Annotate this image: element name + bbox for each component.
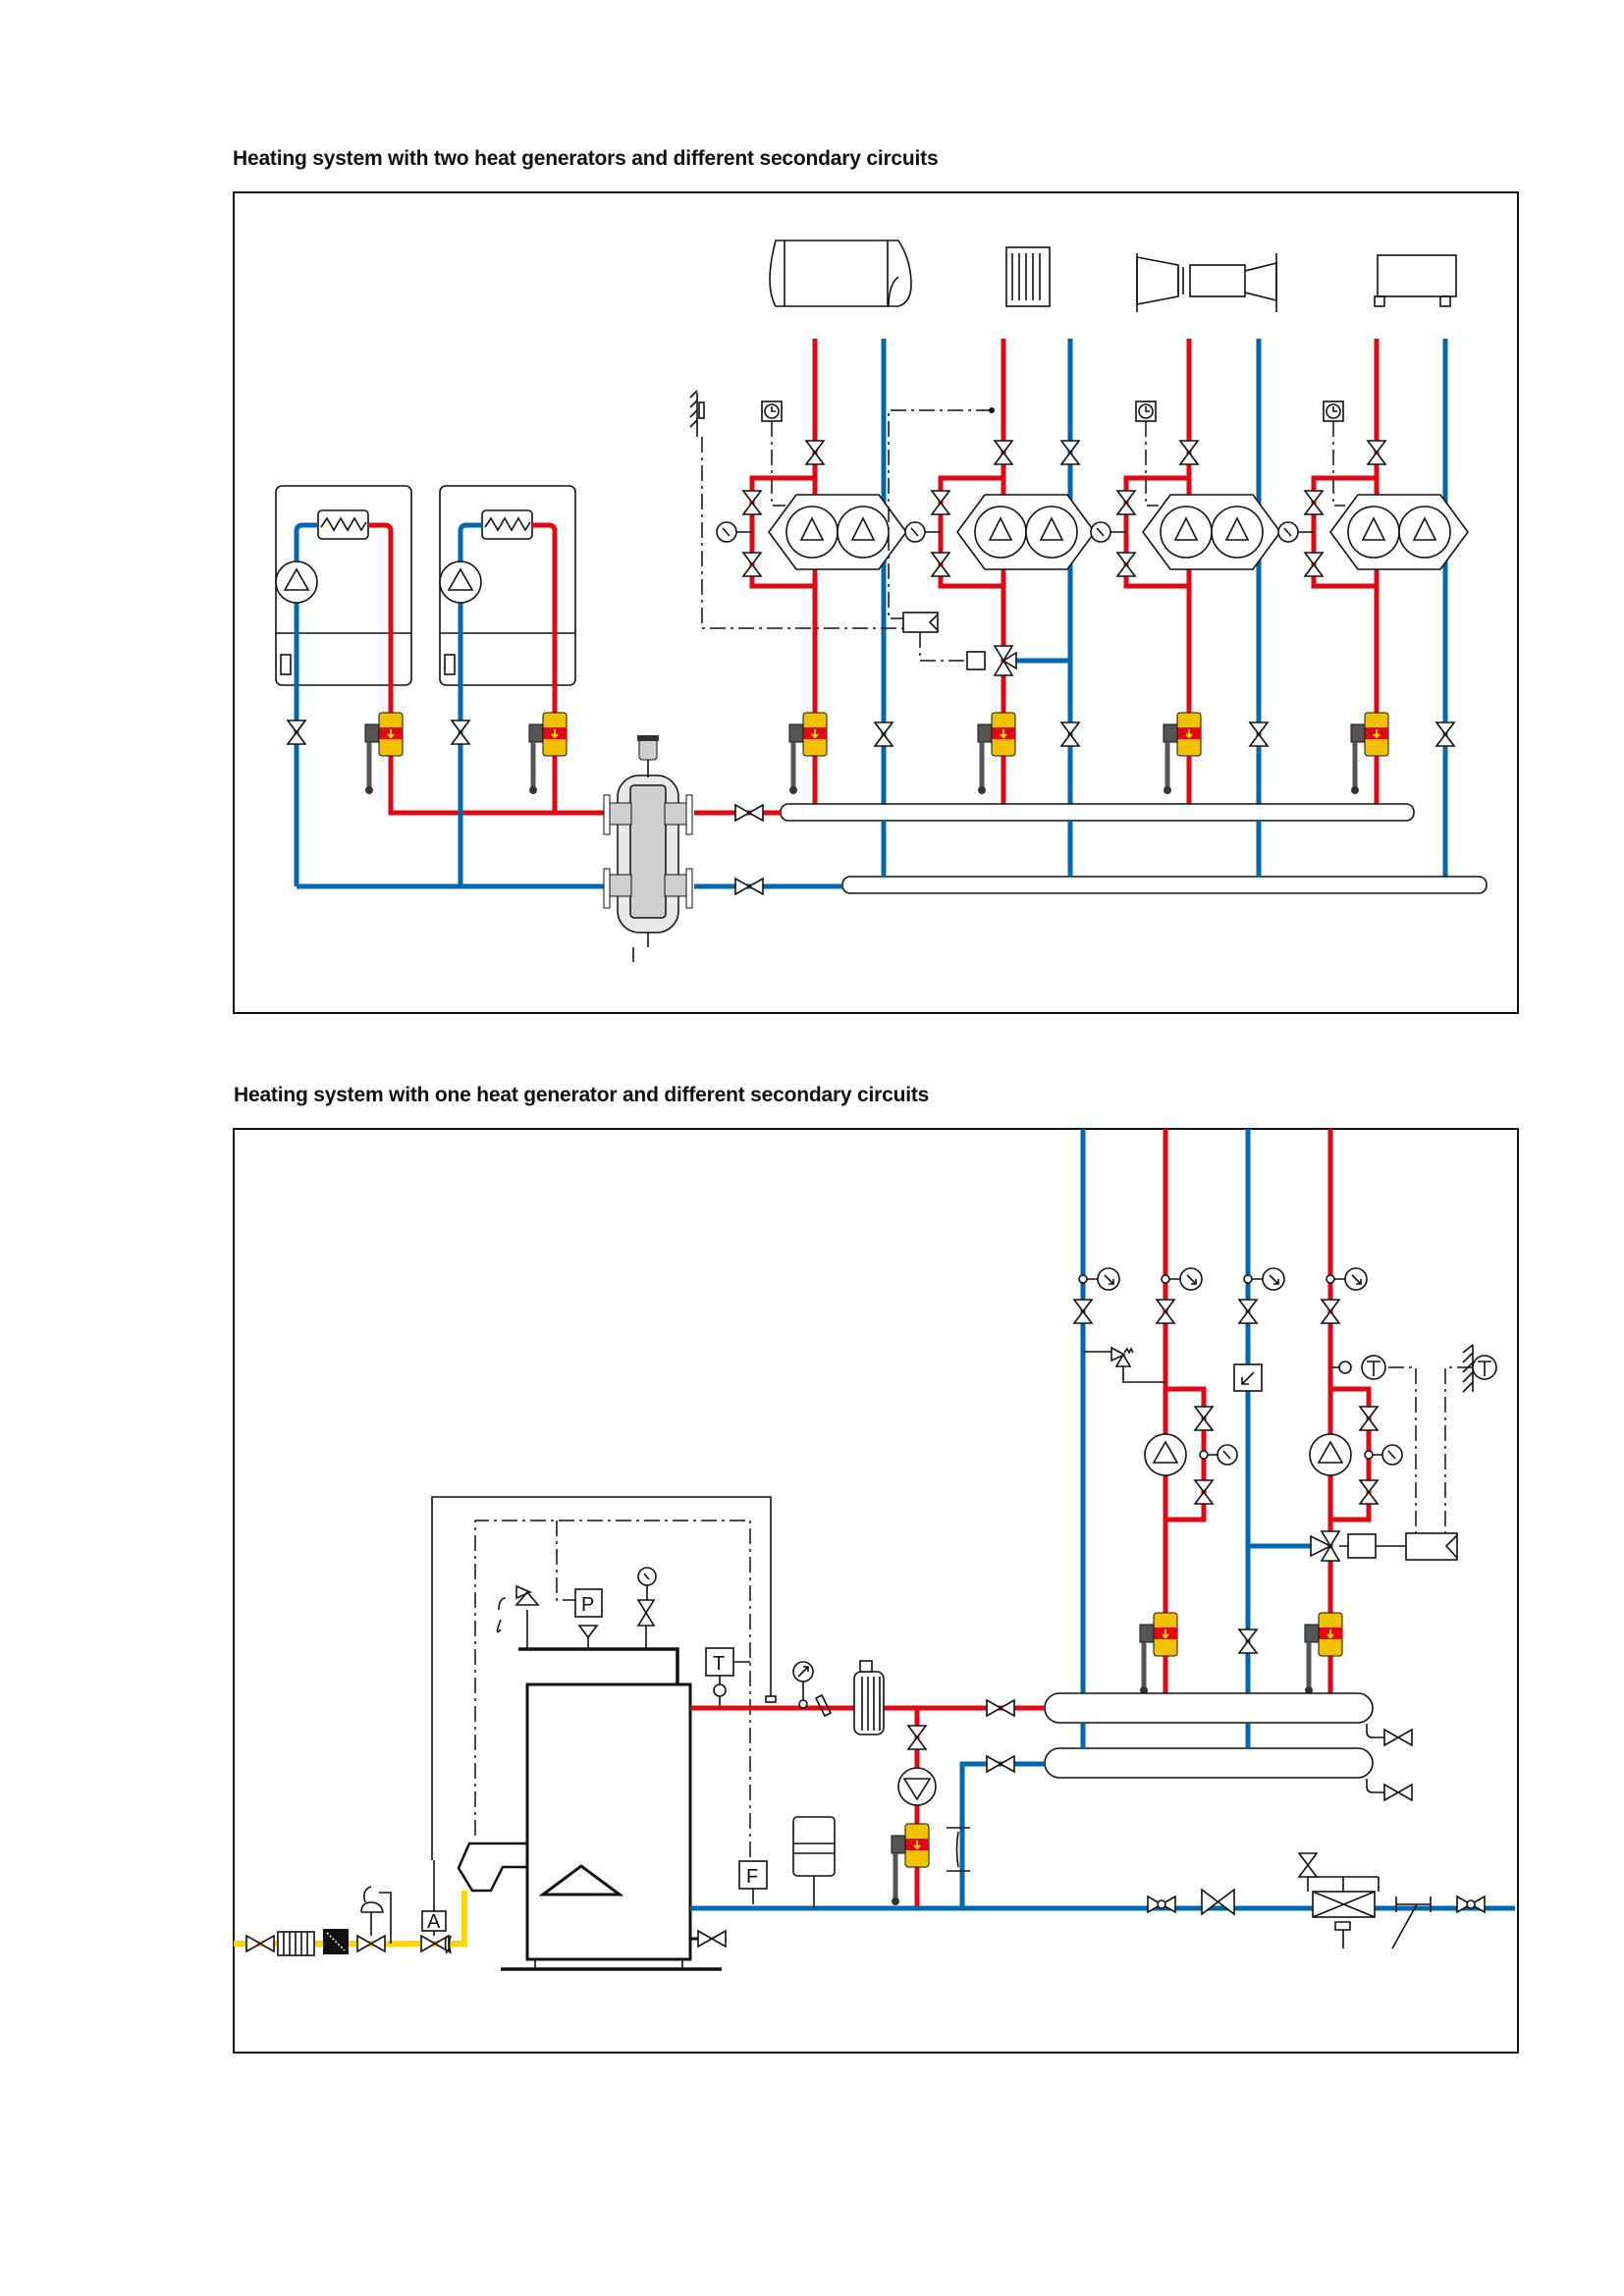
ball-valve-icon [1305,1613,1342,1694]
timer-icons [761,400,1345,507]
ball-valve-icon [978,713,1015,794]
twin-pump-icon [956,494,1096,570]
thermometer-icons [1078,1267,1368,1291]
circuit-valves [742,440,1455,747]
panel-heating-icon [1374,254,1457,307]
twin-pump-icon [1142,494,1281,570]
control-lines [431,1496,777,1890]
flow-switch-box: F [738,1860,768,1904]
gas-train: A [234,1860,467,1956]
diagram-1-frame [233,191,1519,1014]
hot-water-tank-icon [769,240,912,307]
flow-manifold [780,803,1415,822]
temperature-sensor-box: T [705,1647,734,1708]
diagram-2-title: Heating system with one heat generator a… [234,1084,930,1106]
twin-pump-icon [768,494,907,570]
flow-manifold [1044,1692,1374,1724]
temperature-label: T [713,1653,725,1675]
hydraulic-separator-icon [603,735,693,962]
mixing-valve-icon [966,645,1017,676]
dirt-separator-icon [853,1660,885,1735]
circulation-pump-icon [1309,1433,1352,1476]
boiler-icon [501,1647,722,1971]
boiler-pump-icon [439,561,482,604]
bypass-pump-icon [897,1767,937,1806]
flow-switch-label: F [746,1866,758,1888]
pressure-switch-label: P [581,1594,594,1616]
compensator-icon [947,1827,970,1872]
air-handling-unit-icon [1136,253,1277,312]
check-valve-icon [814,1693,833,1718]
diagram-2-frame [233,1128,1519,2054]
differential-pressure-regulator-icon [1233,1363,1263,1392]
controller-icon [902,612,939,633]
burner-icon [457,1842,527,1893]
boiler-pipes [294,522,842,889]
temperature-sensor-icon [1330,1355,1417,1536]
differential-pressure-valve-icon [1083,1346,1165,1383]
gauges [716,521,1314,543]
diagram-1 [275,240,1488,962]
return-manifold [841,876,1488,894]
circulation-pump-icon [1144,1433,1187,1476]
gauges-2 [1199,1444,1403,1466]
outdoor-sensor-icon [1444,1344,1497,1536]
outdoor-sensor-icon [689,390,705,437]
diagram-1-title: Heating system with two heat generators … [233,147,939,170]
ball-valve-icon [1140,1613,1177,1694]
gas-valve-label: A [427,1911,441,1933]
radiator-icon [1005,246,1051,307]
mixing-valve-icon [1310,1530,1406,1562]
ball-valve-icon [529,713,567,794]
pressure-gauge-icon [792,1661,814,1709]
diagram-2: P T F [234,1129,1515,1971]
ball-valve-icon [1351,713,1388,794]
boiler-pump-icon [275,561,318,604]
twin-pump-icon [1329,494,1469,570]
return-line-fittings [1147,1852,1486,1949]
expansion-vessel-icon [792,1816,836,1908]
return-manifold [1044,1747,1374,1779]
boiler-safety-devices: P [496,1567,657,1649]
ball-valve-icon [892,1824,929,1905]
controller-icon [1405,1532,1458,1561]
ball-valve-icon [365,713,403,794]
ball-valve-icon [789,713,827,794]
ball-valve-icon [1164,713,1201,794]
